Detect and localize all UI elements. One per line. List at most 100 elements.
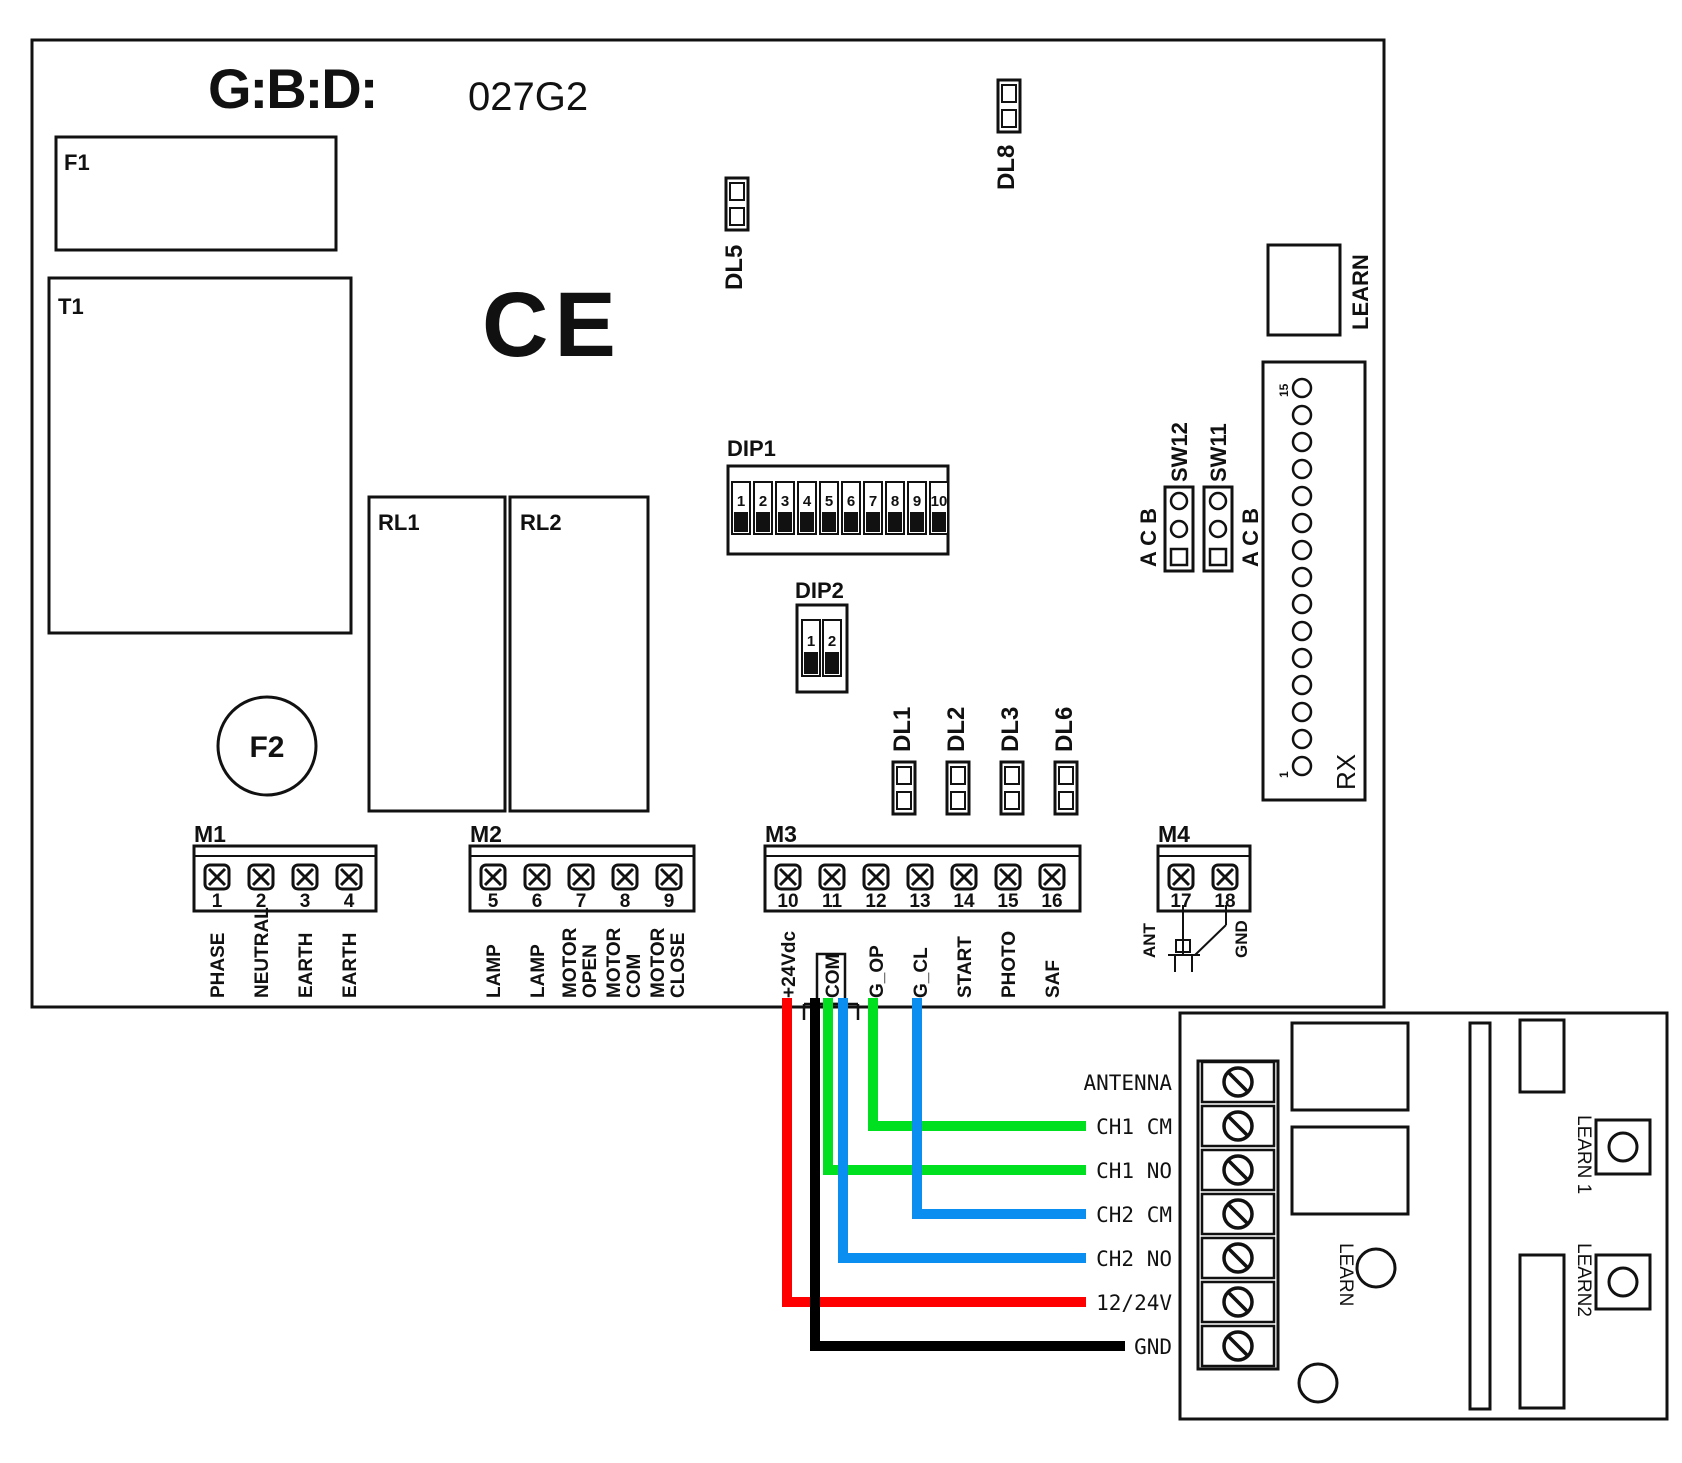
dip1-switch[interactable]: 3 bbox=[775, 481, 795, 535]
jumper-sw12[interactable]: SW12 A C B bbox=[1136, 422, 1195, 573]
dip1-switch[interactable]: 8 bbox=[885, 481, 905, 535]
terminal-block-m3: M310+24Vdc11COM12G_OP13G_CL14START15PHOT… bbox=[763, 821, 1082, 998]
dip2-switch[interactable]: 2 bbox=[822, 619, 842, 677]
terminal-function-label: +24Vdc bbox=[779, 930, 800, 998]
learn2-button[interactable]: LEARN2 bbox=[1573, 1243, 1652, 1317]
terminal-number: 18 bbox=[1214, 891, 1235, 912]
receiver-terminal-label: CH1 CM bbox=[1096, 1115, 1172, 1139]
dip1-switch-number: 3 bbox=[781, 493, 789, 510]
dip2-switch[interactable]: 1 bbox=[801, 619, 821, 677]
terminal-number: 8 bbox=[620, 891, 631, 912]
terminal-function-label: MOTORCOM bbox=[604, 927, 645, 998]
fuse-f2-label: F2 bbox=[249, 731, 284, 764]
brand-logo: G:B:D: bbox=[208, 57, 376, 120]
wire-com-to-gnd bbox=[810, 998, 1125, 1351]
receiver-terminal[interactable]: GND bbox=[1134, 1324, 1276, 1368]
terminal-function-label: PHASE bbox=[208, 933, 229, 998]
terminal-block-m2: M25LAMP6LAMP7MOTOROPEN8MOTORCOM9MOTORCLO… bbox=[468, 821, 696, 998]
ce-mark: CE bbox=[482, 274, 622, 376]
dip1-switch-number: 10 bbox=[931, 493, 948, 510]
terminal-function-label: MOTOROPEN bbox=[560, 927, 601, 998]
fuse-f2: F2 bbox=[216, 695, 318, 797]
dip1-switch[interactable]: 2 bbox=[753, 481, 773, 535]
terminal-screw[interactable]: 12G_OP bbox=[862, 863, 890, 998]
receiver-terminal-label: GND bbox=[1134, 1335, 1172, 1359]
dip1-switch[interactable]: 1 bbox=[731, 481, 751, 535]
led-dl3: DL3 bbox=[997, 707, 1025, 816]
relay-rl2: RL2 bbox=[508, 495, 650, 813]
wire-com-to-ch2-no bbox=[838, 998, 1086, 1263]
rx-pin-first-label: 1 bbox=[1277, 771, 1291, 778]
receiver-terminal[interactable]: CH2 NO bbox=[1096, 1236, 1276, 1280]
terminal-screw[interactable]: 10+24Vdc bbox=[774, 863, 802, 998]
rx-pin bbox=[1291, 404, 1313, 426]
terminal-function-label: ANT bbox=[1140, 922, 1159, 958]
dip1-switch[interactable]: 5 bbox=[819, 481, 839, 535]
receiver-terminal-label: ANTENNA bbox=[1083, 1071, 1172, 1095]
dip1-switch[interactable]: 6 bbox=[841, 481, 861, 535]
dip1-switch-number: 1 bbox=[737, 493, 745, 510]
rx-pin bbox=[1291, 539, 1313, 561]
led-label: DL6 bbox=[1051, 707, 1078, 752]
rx-pin bbox=[1291, 755, 1313, 777]
dip1-switch-number: 4 bbox=[803, 493, 812, 510]
terminal-number: 13 bbox=[909, 891, 930, 912]
wire-24v-to-12-24v bbox=[782, 998, 1086, 1307]
led-dl6: DL6 bbox=[1051, 707, 1079, 816]
rx-pin bbox=[1291, 620, 1313, 642]
dip1-switch[interactable]: 9 bbox=[907, 481, 927, 535]
receiver-terminal[interactable]: CH1 NO bbox=[1096, 1148, 1276, 1192]
terminal-block-label: M2 bbox=[470, 821, 502, 847]
dip1-switch[interactable]: 10 bbox=[929, 481, 949, 535]
terminal-function-label: NEUTRAL bbox=[252, 907, 273, 998]
receiver-terminal[interactable]: CH1 CM bbox=[1096, 1104, 1276, 1148]
rx-label: RX bbox=[1331, 754, 1361, 790]
led-label: DL1 bbox=[889, 707, 916, 752]
led-dl5: DL5 bbox=[721, 176, 750, 290]
terminal-function-label: PHOTO bbox=[999, 931, 1020, 998]
terminal-number: 14 bbox=[953, 891, 975, 912]
receiver-terminal[interactable]: CH2 CM bbox=[1096, 1192, 1276, 1236]
terminal-number: 16 bbox=[1041, 891, 1062, 912]
receiver-terminal-label: 12/24V bbox=[1096, 1291, 1172, 1315]
led-label: DL2 bbox=[943, 707, 970, 752]
terminal-screw[interactable]: 13G_CL bbox=[906, 863, 934, 998]
jumper-sw11[interactable]: SW11 A C B bbox=[1202, 423, 1263, 573]
antenna-symbol bbox=[1168, 905, 1227, 972]
model-number: 027G2 bbox=[468, 75, 588, 119]
learn1-button[interactable]: LEARN 1 bbox=[1573, 1115, 1652, 1194]
receiver-terminal[interactable]: ANTENNA bbox=[1083, 1060, 1276, 1104]
sw11-label: SW11 bbox=[1206, 423, 1231, 482]
wire-com-to-ch1-no bbox=[823, 998, 1086, 1175]
led-dl1: DL1 bbox=[889, 707, 917, 816]
dip1-switch[interactable]: 4 bbox=[797, 481, 817, 535]
sw12-label: SW12 bbox=[1167, 422, 1192, 482]
dip1-switch[interactable]: 7 bbox=[863, 481, 883, 535]
rx-pin bbox=[1291, 701, 1313, 723]
terminal-number: 1 bbox=[212, 891, 223, 912]
rx-pin bbox=[1291, 728, 1313, 750]
learn-button[interactable]: LEARN bbox=[1266, 243, 1373, 337]
receiver-terminal[interactable]: 12/24V bbox=[1096, 1280, 1276, 1324]
